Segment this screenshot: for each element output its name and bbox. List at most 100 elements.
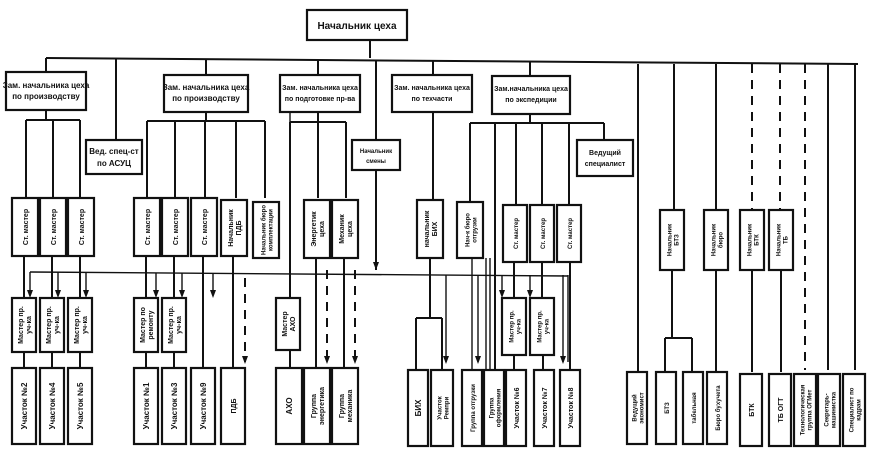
node-senior-master-6-label: Ст. мастер [202, 209, 209, 245]
node-bih-head-label: БИХ [432, 221, 439, 236]
node-label: по производству [172, 94, 240, 103]
node-btk[interactable]: БТК [738, 372, 764, 448]
node-production-master-6-label: Мастер пр. [538, 310, 544, 343]
node-label: Зам. начальника цеха [163, 83, 250, 92]
node-shipping-group[interactable]: Группа отгрузки [460, 368, 484, 448]
node-shift-head[interactable]: Начальник смены [350, 138, 402, 172]
node-section-4[interactable]: Участок №4 [38, 366, 66, 446]
node-accounting-bureau[interactable]: Бюро бухучета [705, 370, 729, 446]
node-section-3[interactable]: Участок №3 [160, 366, 188, 446]
node-production-master-3[interactable]: Мастер пр.уч-ка [66, 296, 94, 354]
node-box [4, 70, 88, 112]
node-box [10, 296, 38, 354]
node-box [330, 366, 360, 446]
node-tb-ogt[interactable]: ТБ ОГТ [767, 372, 793, 448]
node-box [501, 203, 529, 264]
node-box [555, 203, 583, 264]
node-section-2[interactable]: Участок №2 [10, 366, 38, 446]
node-section-5[interactable]: Участок №5 [66, 366, 94, 446]
node-pdb-head-label: Начальник [228, 209, 235, 247]
node-section-2-label: Участок №2 [20, 382, 29, 429]
node-box [302, 366, 332, 446]
node-box [625, 370, 649, 446]
node-production-master-6[interactable]: Мастер пр.уч-ка [528, 296, 556, 357]
node-technology-group-label: группа ОГМет [808, 389, 814, 430]
node-senior-master-8[interactable]: Ст. мастер [528, 203, 556, 264]
node-senior-master-6[interactable]: Ст. мастер [189, 196, 219, 258]
arrow-head [324, 356, 330, 364]
node-aho[interactable]: АХО [274, 366, 304, 446]
node-senior-master-7[interactable]: Ст. мастер [501, 203, 529, 264]
node-lead-specialist[interactable]: Ведущий специалист [575, 138, 635, 178]
node-deputy-production-2[interactable]: Зам. начальника цеха по производству [163, 73, 250, 114]
node-btk-head-label: Начальник [748, 224, 754, 256]
node-senior-master-3[interactable]: Ст. мастер [66, 196, 96, 258]
node-senior-master-2[interactable]: Ст. мастер [38, 196, 68, 258]
node-paperwork-group-label: Группа [490, 397, 496, 418]
node-btz[interactable]: БТЗ [654, 370, 678, 446]
node-deputy-expedition[interactable]: Зам.начальника цеха по экспедиции [490, 74, 572, 116]
node-section-6[interactable]: Участок №6 [504, 368, 528, 448]
node-deputy-preparation[interactable]: Зам. начальника цеха по подготовке пр-ва [278, 73, 362, 114]
node-production-master-5[interactable]: Мастер пр.уч-ка [500, 296, 528, 357]
node-aho-label: АХО [285, 397, 294, 414]
node-label: Зам. начальника цеха [394, 85, 470, 92]
node-box [274, 366, 304, 446]
node-lead-economist-label: экономист [640, 392, 646, 424]
node-section-9[interactable]: Участок №9 [189, 366, 217, 446]
node-section-7-label: Участок №7 [541, 387, 549, 428]
node-senior-master-4[interactable]: Ст. мастер [132, 196, 162, 258]
connector-top-bus [45, 57, 859, 65]
node-box [274, 296, 302, 352]
node-mechanic-label: цеха [347, 221, 354, 237]
node-tb-ogt-label: ТБ ОГТ [778, 397, 785, 423]
node-box [406, 368, 430, 448]
node-timekeeping[interactable]: табельная [681, 370, 705, 446]
node-senior-master-9[interactable]: Ст. мастер [555, 203, 583, 264]
node-head[interactable]: Начальник цеха [305, 8, 409, 42]
node-production-master-4[interactable]: Мастер пр.уч-ка [160, 296, 188, 354]
node-production-master-3-label: Мастер пр. [74, 306, 81, 344]
node-mechanics-group-label: механика [347, 390, 354, 423]
node-secretary[interactable]: Секретарь-машинистка [816, 372, 842, 448]
node-pdb[interactable]: ПДБ [219, 366, 247, 446]
node-senior-master-2-label: Ст. мастер [51, 209, 58, 245]
node-deputy-production-1[interactable]: Зам. начальника цеха по производству [3, 70, 90, 112]
node-production-master-1[interactable]: Мастер пр.уч-ка [10, 296, 38, 354]
node-section-1-label: Участок №1 [142, 382, 151, 429]
node-bih[interactable]: БИХ [406, 368, 430, 448]
node-senior-master-5[interactable]: Ст. мастер [160, 196, 190, 258]
node-section-8[interactable]: Участок №8 [558, 368, 582, 448]
node-deputy-technical[interactable]: Зам. начальника цеха по техчасти [390, 73, 474, 114]
node-hr-specialist-label: Специалист по [850, 387, 856, 432]
node-section-1[interactable]: Участок №1 [132, 366, 160, 446]
node-section-7[interactable]: Участок №7 [532, 368, 556, 448]
arrow-head [27, 290, 33, 298]
node-senior-master-1[interactable]: Ст. мастер [10, 196, 40, 258]
node-box [251, 200, 281, 260]
node-asuc-specialist[interactable]: Вед. спец-ст по АСУЦ [84, 138, 144, 176]
node-box [132, 196, 162, 258]
node-production-master-2[interactable]: Мастер пр.уч-ка [38, 296, 66, 354]
node-box [558, 368, 582, 448]
node-box [350, 138, 402, 172]
